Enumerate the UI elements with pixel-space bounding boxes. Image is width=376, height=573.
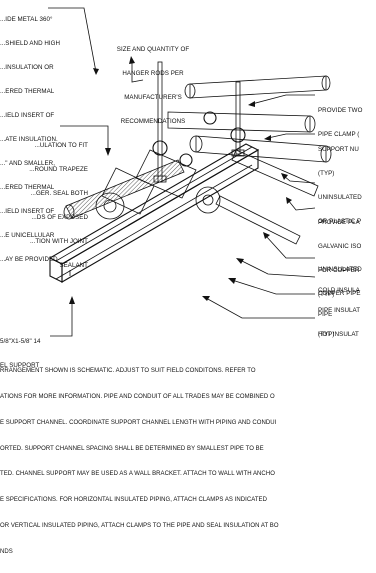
cold-insulated-label: COLD INSULA PIPE — [318, 271, 360, 335]
label-line: GALVANIC ISO — [318, 243, 362, 250]
note-line: ...AY BE PROVIDED — [0, 256, 58, 263]
label-line: PROVIDE TWO — [318, 107, 363, 114]
note-line: SEALANT — [59, 262, 88, 269]
shield-note-block: ...IDE METAL 360° ...SHIELD AND HIGH ...… — [0, 0, 60, 280]
pipe-clamp-label: PROVIDE TWO PIPE CLAMP ( — [318, 91, 362, 155]
note-line: ...TION WITH JOINT — [30, 238, 88, 245]
label-line: PIPE INSULAT — [318, 307, 361, 314]
note-line: E SPECIFICATIONS. FOR HORIZONTAL INSULAT… — [0, 497, 267, 504]
label-line: UNINSULATED — [318, 266, 362, 273]
note-line: E SUPPORT CHANNEL. COORDINATE SUPPORT CH… — [0, 419, 277, 426]
general-notes: RRANGEMENT SHOWN IS SCHEMATIC. ADJUST TO… — [0, 350, 279, 573]
note-line: ...E UNICELLULAR — [0, 232, 55, 239]
support-nut-label: SUPPORT NU (TYP) — [318, 130, 359, 194]
label-line: (TYP) — [318, 331, 335, 338]
note-line: ...ROUND TRAPEZE — [29, 166, 88, 173]
leader-lines — [48, 7, 316, 337]
label-line: COLD INSULA — [318, 287, 360, 294]
label-line: SUPPORT NU — [318, 146, 359, 153]
label-line: MANUFACTURER'S — [124, 94, 182, 101]
channel-support-label: 5/8"x1-5/8" 14 EL SUPPORT — [0, 322, 41, 386]
pipe-support-detail: ...IDE METAL 360° ...SHIELD AND HIGH ...… — [0, 0, 362, 555]
label-line: HOT INSULAT — [318, 331, 359, 338]
label-line: COPPER PIPE — [318, 290, 361, 297]
note-line: ATIONS FOR MORE INFORMATION. PIPE AND CO… — [0, 393, 275, 400]
label-line: FOR COPPER — [318, 267, 360, 274]
note-line: ...IELD INSERT OF — [0, 112, 55, 119]
detail-drawing — [48, 7, 332, 337]
hot-insulated-label: HOT INSULAT — [318, 315, 359, 355]
note-line: ...ATE INSULATION. — [0, 136, 58, 143]
label-line: SIZE AND QUANTITY OF — [116, 46, 190, 53]
uninsulated-copper-label: UNINSULATED COPPER PIPE — [318, 250, 362, 314]
label-line: (TYP) — [318, 170, 335, 177]
note-line: OR VERTICAL INSULATED PIPING, ATTACH CLA… — [0, 522, 279, 529]
label-line: PIPE — [318, 311, 333, 318]
note-line: ORTED. SUPPORT CHANNEL SPACING SHALL BE … — [0, 445, 264, 452]
galvanic-isolation-label: PROVIDE PLA GALVANIC ISO FOR COPPER (TYP… — [318, 203, 361, 315]
trapeze-insulation-note: ...ULATION TO FIT ...ROUND TRAPEZE ...GE… — [29, 126, 88, 286]
uninsulated-plastic-label: UNINSULATED OR PLASTIC P — [318, 178, 362, 242]
label-line: 5/8"x1-5/8" 14 — [0, 338, 41, 345]
support-channel — [48, 143, 260, 283]
label-line: PIPE CLAMP ( — [318, 131, 360, 138]
note-line: TED. CHANNEL SUPPORT MAY BE USED AS A WA… — [0, 471, 275, 478]
label-line: HANGER RODS PER — [122, 70, 184, 77]
note-line: ...ULATION TO FIT — [34, 142, 88, 149]
note-line: ...ERED THERMAL — [0, 88, 55, 95]
label-line: OR PLASTIC P — [318, 218, 362, 225]
label-line: EL SUPPORT — [0, 362, 40, 369]
hanger-rod-label: SIZE AND QUANTITY OF HANGER RODS PER MAN… — [98, 30, 208, 142]
note-line: ...IDE METAL 360° — [0, 16, 53, 23]
label-line: (TYP) — [318, 291, 335, 298]
note-line: ...IELD INSERT OF — [0, 208, 55, 215]
note-line: ...SHIELD AND HIGH — [0, 40, 61, 47]
note-line: RRANGEMENT SHOWN IS SCHEMATIC. ADJUST TO… — [0, 368, 256, 375]
label-line: PROVIDE PLA — [318, 219, 360, 226]
note-line: ...DS OF EXPOSED — [31, 214, 88, 221]
note-line: ..." AND SMALLER, — [0, 160, 55, 167]
label-line: RECOMMENDATIONS — [120, 118, 186, 125]
note-line: ...GER. SEAL BOTH — [30, 190, 88, 197]
note-line: ...INSULATION OR — [0, 64, 54, 71]
pipe-insulation-label: PIPE INSULAT (TYP) — [318, 291, 360, 355]
pipe-bundle — [63, 75, 332, 245]
note-line: NDS — [0, 548, 13, 555]
label-line: UNINSULATED — [318, 194, 362, 201]
note-line: ...ERED THERMAL — [0, 184, 55, 191]
